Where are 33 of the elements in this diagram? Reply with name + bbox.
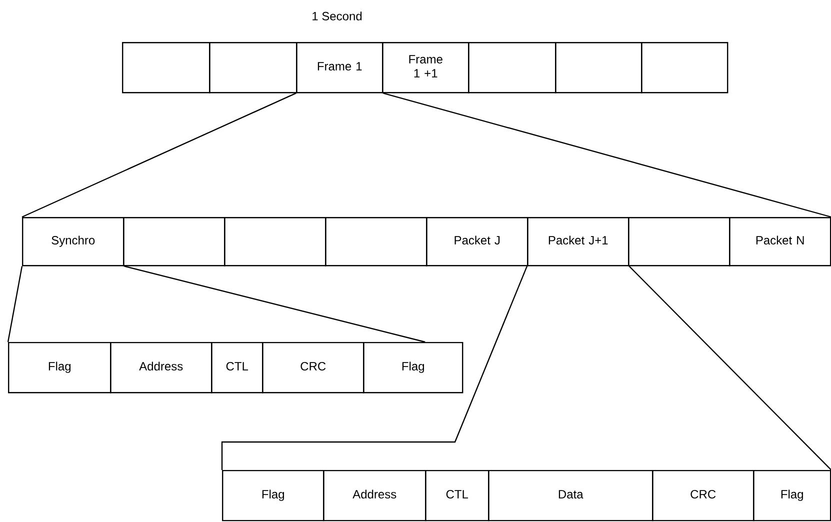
empty-cell [325, 217, 428, 266]
field-cell: Flag [222, 470, 324, 522]
duration-label: 1 Second [312, 12, 362, 20]
zoom-line [628, 266, 831, 470]
field-cell: Packet J+1 [527, 217, 630, 266]
field-cell: CRC [262, 342, 364, 394]
field-cell: Synchro [22, 217, 124, 266]
field-cell: Frame 1 [296, 42, 384, 94]
field-cell: CTL [211, 342, 264, 394]
empty-cell [641, 42, 728, 94]
field-cell: Frame 1 +1 [382, 42, 470, 94]
field-cell: Flag [8, 342, 112, 394]
empty-cell [468, 42, 556, 94]
field-cell: Flag [753, 470, 831, 522]
zoom-line [221, 266, 528, 470]
field-cell: Address [110, 342, 212, 394]
empty-cell [209, 42, 298, 94]
zoom-line [124, 266, 426, 343]
field-cell: Packet N [729, 217, 831, 266]
field-cell: CRC [652, 470, 754, 522]
empty-cell [123, 217, 226, 266]
zoom-line [22, 92, 296, 218]
field-cell: Packet J [426, 217, 528, 266]
field-cell: Flag [363, 342, 464, 394]
zoom-line [7, 266, 23, 342]
empty-cell [628, 217, 730, 266]
empty-cell [224, 217, 326, 266]
zoom-line [383, 92, 831, 218]
empty-cell [555, 42, 642, 94]
field-cell: CTL [425, 470, 490, 522]
field-cell: Address [323, 470, 426, 522]
empty-cell [122, 42, 210, 94]
field-cell: Data [488, 470, 654, 522]
